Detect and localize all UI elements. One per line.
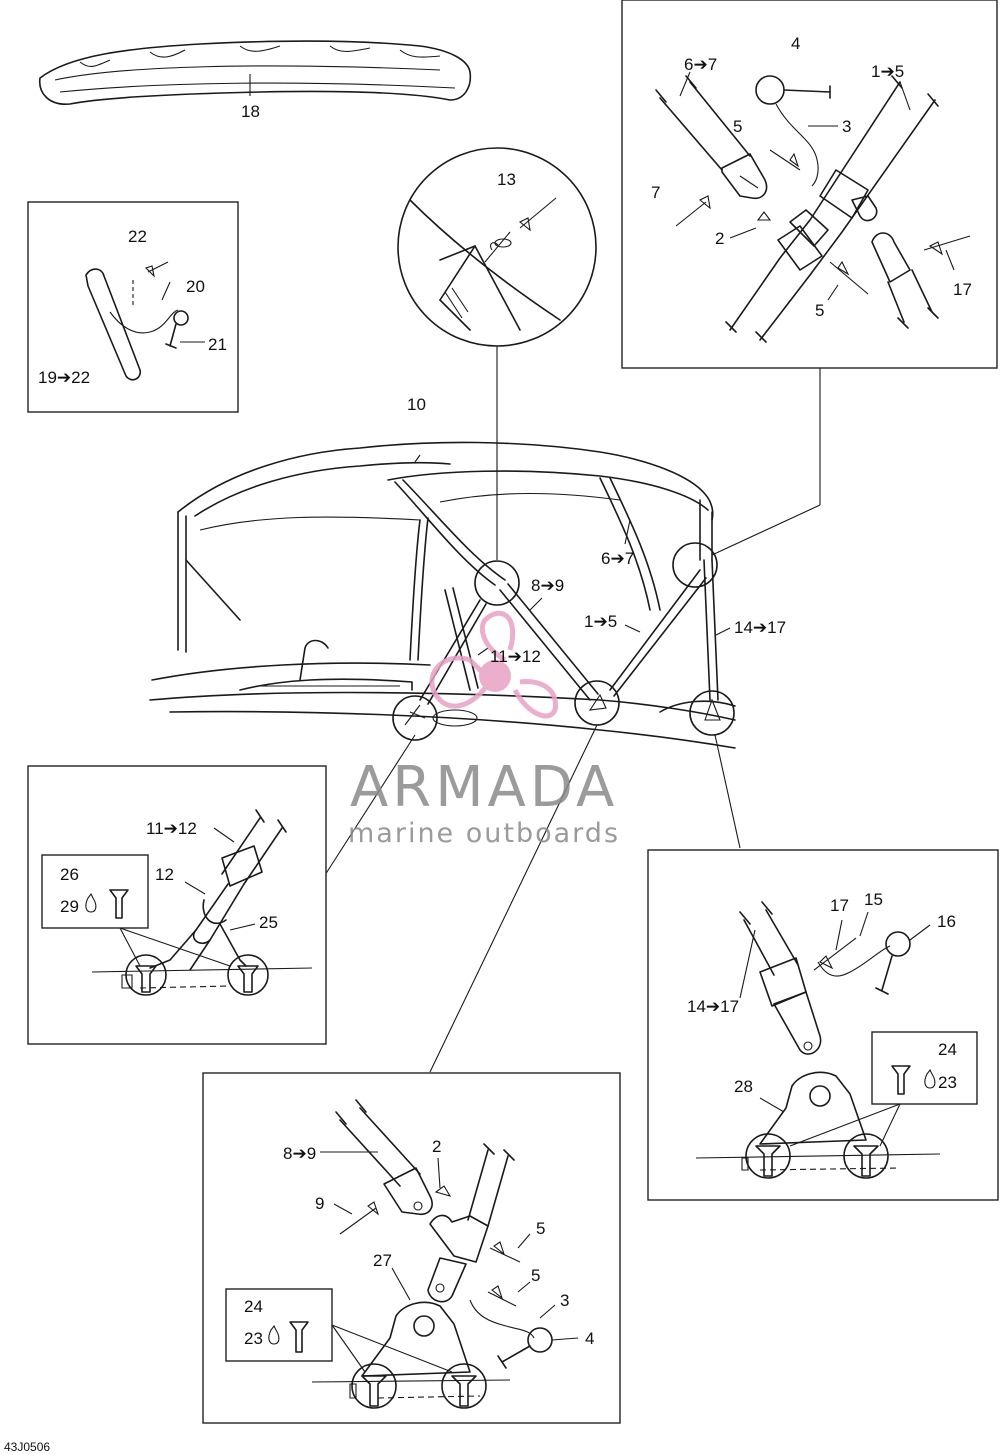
callout-21: 21 xyxy=(208,335,227,354)
callout-18: 18 xyxy=(241,102,260,121)
callout-24-detail: 24 xyxy=(244,1297,263,1316)
detail-circle-13 xyxy=(397,147,597,347)
callout-11-12: 11➔12 xyxy=(490,647,541,666)
boot-cover-drawing xyxy=(39,40,472,105)
callout-23: 23 xyxy=(938,1073,957,1092)
logo-brand: ARMADA xyxy=(350,755,618,820)
callout-28: 28 xyxy=(734,1077,753,1096)
detail-box-top-fitting xyxy=(621,0,998,369)
callout-4: 4 xyxy=(791,34,800,53)
callout-26: 26 xyxy=(60,865,79,884)
callout-4-detail: 4 xyxy=(585,1329,594,1348)
callout-6-7-detail: 6➔7 xyxy=(684,55,717,74)
logo-tagline: marine outboards xyxy=(348,818,620,849)
callout-1-5: 1➔5 xyxy=(584,612,617,631)
callout-3: 3 xyxy=(842,117,851,136)
callout-5-upper: 5 xyxy=(536,1219,545,1238)
callout-17: 17 xyxy=(953,280,972,299)
callout-23-detail: 23 xyxy=(244,1329,263,1348)
callout-14-17-detail: 14➔17 xyxy=(687,997,739,1016)
bimini-top-assembly xyxy=(149,441,736,749)
callout-14-17: 14➔17 xyxy=(734,618,786,637)
callout-15: 15 xyxy=(864,890,883,909)
callout-22: 22 xyxy=(128,227,147,246)
callout-7: 7 xyxy=(651,183,660,202)
detail-box-front-bracket xyxy=(27,765,327,1045)
callout-29: 29 xyxy=(60,897,79,916)
callout-10: 10 xyxy=(407,395,426,414)
callout-24: 24 xyxy=(938,1040,957,1059)
diagram-code: 43J0506 xyxy=(4,1440,50,1454)
detail-box-strap xyxy=(27,201,239,413)
callout-25: 25 xyxy=(259,913,278,932)
callout-5: 5 xyxy=(733,117,742,136)
callout-2: 2 xyxy=(715,229,724,248)
callout-1-5-detail: 1➔5 xyxy=(871,62,904,81)
armada-logo: ARMADA marine outboards xyxy=(348,610,620,849)
callout-17-rear: 17 xyxy=(830,896,849,915)
callout-12: 12 xyxy=(155,865,174,884)
callout-19-22: 19➔22 xyxy=(38,368,90,387)
callout-8-9-detail: 8➔9 xyxy=(283,1144,316,1163)
callout-9: 9 xyxy=(315,1194,324,1213)
callout-11-12-detail: 11➔12 xyxy=(146,819,197,838)
callout-20: 20 xyxy=(186,277,205,296)
callout-labels: 18 22 20 21 19➔22 13 10 6➔7 8➔9 1➔5 14➔1… xyxy=(4,34,972,1454)
callout-6-7: 6➔7 xyxy=(601,549,634,568)
callout-5-lower: 5 xyxy=(815,301,824,320)
leader-lines xyxy=(324,346,821,1073)
callout-13: 13 xyxy=(497,170,516,189)
callout-2-detail: 2 xyxy=(432,1137,441,1156)
detail-box-mid-fitting xyxy=(202,1072,621,1424)
callout-16: 16 xyxy=(937,912,956,931)
callout-3-detail: 3 xyxy=(560,1291,569,1310)
callout-27: 27 xyxy=(373,1251,392,1270)
callout-8-9: 8➔9 xyxy=(531,576,564,595)
detail-box-rear-fitting xyxy=(647,849,999,1201)
callout-5-lower-detail: 5 xyxy=(531,1266,540,1285)
